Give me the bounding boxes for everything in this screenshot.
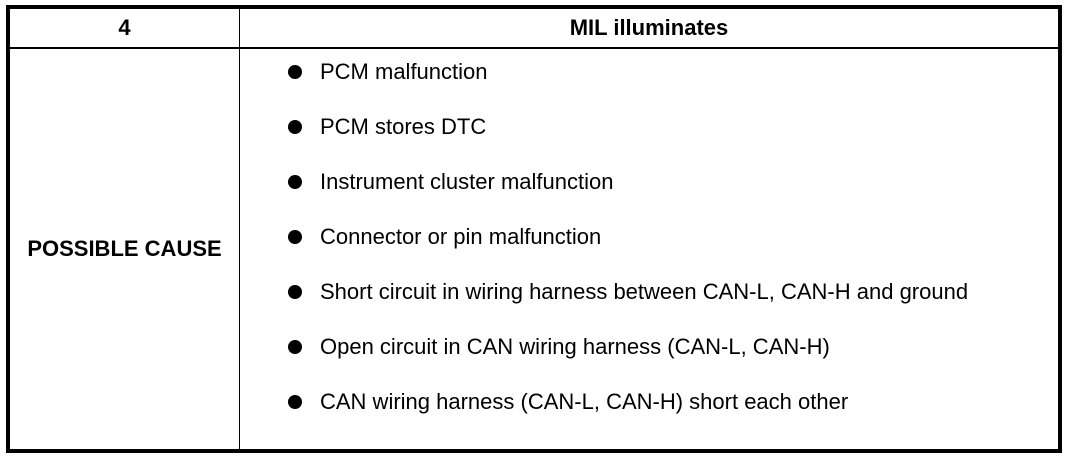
list-item: CAN wiring harness (CAN-L, CAN-H) short … xyxy=(288,387,1000,417)
table-header-row: 4 MIL illuminates xyxy=(9,8,1059,49)
list-item: Open circuit in CAN wiring harness (CAN-… xyxy=(288,332,1000,362)
list-item: PCM stores DTC xyxy=(288,112,1000,142)
bullet-dot-icon xyxy=(288,285,302,299)
list-item: Short circuit in wiring harness between … xyxy=(288,277,1000,307)
possible-cause-label: POSSIBLE CAUSE xyxy=(9,47,240,450)
cause-text: Connector or pin malfunction xyxy=(320,224,602,249)
cause-text: Instrument cluster malfunction xyxy=(320,169,614,194)
diagnostic-table-frame: 4 MIL illuminates POSSIBLE CAUSE PCM mal… xyxy=(6,5,1062,453)
bullet-dot-icon xyxy=(288,230,302,244)
step-number: 4 xyxy=(9,8,240,49)
bullet-dot-icon xyxy=(288,65,302,79)
possible-cause-list: PCM malfunction PCM stores DTC Instrumen… xyxy=(240,49,1058,417)
cause-text: Short circuit in wiring harness between … xyxy=(320,279,969,304)
cause-text: PCM malfunction xyxy=(320,59,488,84)
list-item: PCM malfunction xyxy=(288,57,1000,87)
step-title: MIL illuminates xyxy=(239,8,1059,49)
list-item: Instrument cluster malfunction xyxy=(288,167,1000,197)
list-item: Connector or pin malfunction xyxy=(288,222,1000,252)
table-body-row: POSSIBLE CAUSE PCM malfunction PCM store… xyxy=(9,47,1059,450)
bullet-dot-icon xyxy=(288,175,302,189)
diagnostic-table: 4 MIL illuminates POSSIBLE CAUSE PCM mal… xyxy=(9,8,1059,450)
bullet-dot-icon xyxy=(288,120,302,134)
cause-text: CAN wiring harness (CAN-L, CAN-H) short … xyxy=(320,389,849,414)
cause-text: PCM stores DTC xyxy=(320,114,487,139)
bullet-dot-icon xyxy=(288,395,302,409)
cause-text: Open circuit in CAN wiring harness (CAN-… xyxy=(320,334,830,359)
possible-cause-cell: PCM malfunction PCM stores DTC Instrumen… xyxy=(239,47,1059,450)
bullet-dot-icon xyxy=(288,340,302,354)
